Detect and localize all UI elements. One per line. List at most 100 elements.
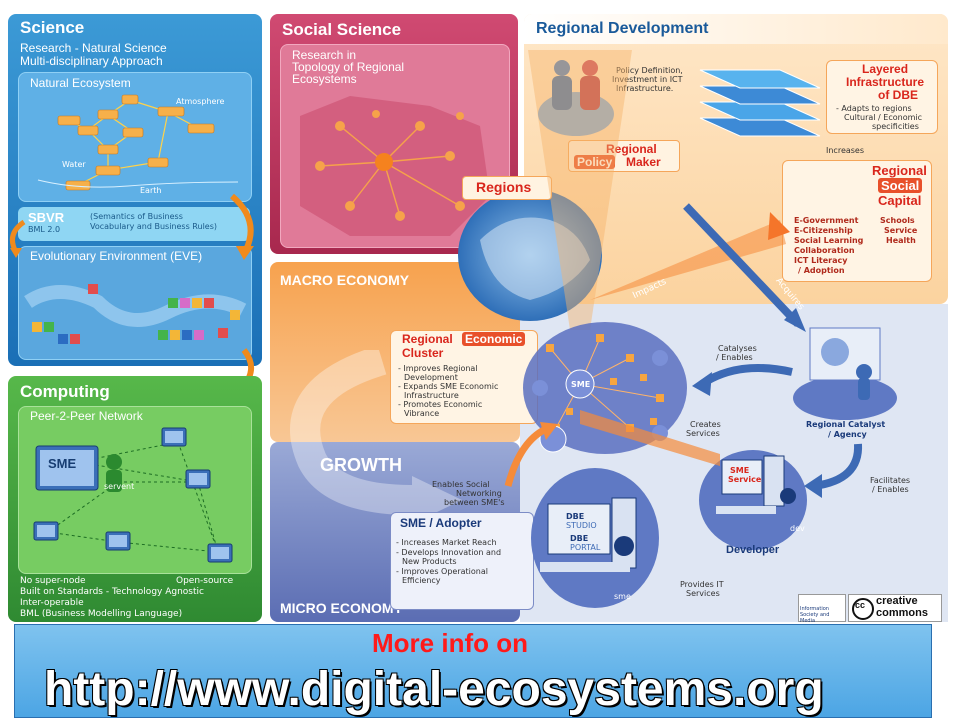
sc-adoption: / Adoption bbox=[798, 266, 845, 275]
computing-footer-1a: No super-node bbox=[20, 576, 86, 586]
cluster-item-4: Infrastructure bbox=[404, 391, 459, 400]
eve-diagram bbox=[24, 284, 247, 344]
enables-label-2: Networking bbox=[456, 489, 502, 498]
social-science-subtitle-2: Topology of Regional bbox=[292, 60, 405, 74]
beam-to-social-capital bbox=[590, 212, 790, 300]
cc-logo-mark-text: cc bbox=[855, 600, 866, 610]
sbvr-desc-1: (Semantics of Business bbox=[90, 212, 183, 221]
cluster-network-sphere bbox=[523, 322, 687, 454]
science-subtitle-1: Research - Natural Science bbox=[20, 41, 167, 55]
enables-label-3: between SME's bbox=[444, 498, 505, 507]
dbe-studio-a: DBE bbox=[566, 512, 585, 521]
developer-label: Developer bbox=[726, 544, 780, 556]
adopter-item-1: - Increases Market Reach bbox=[396, 538, 497, 547]
computing-title: Computing bbox=[20, 382, 110, 401]
creates-label-2: Services bbox=[686, 429, 720, 438]
sbvr-left-arrow bbox=[9, 219, 26, 258]
social-capital-3: Capital bbox=[878, 193, 922, 208]
cluster-sme-label: SME bbox=[571, 380, 591, 389]
social-capital-1: Regional bbox=[872, 163, 927, 178]
social-science-title: Social Science bbox=[282, 20, 402, 39]
cc-logo-text-2: commons bbox=[876, 607, 928, 619]
adopter-item-5: Efficiency bbox=[402, 576, 441, 585]
p2p-sme-label: SME bbox=[48, 456, 77, 471]
layered-title-1: Layered bbox=[862, 62, 909, 76]
social-science-subtitle-3: Ecosystems bbox=[292, 72, 357, 86]
layered-note-2: Cultural / Economic bbox=[844, 113, 923, 122]
science-title: Science bbox=[20, 18, 85, 37]
sme-service-1: SME bbox=[730, 466, 750, 475]
sc-social-learning: Social Learning bbox=[794, 236, 864, 245]
facilitates-arrow bbox=[804, 443, 863, 498]
developer-graphic bbox=[699, 450, 807, 550]
computing-footer-4: BML (Business Modelling Language) bbox=[20, 609, 183, 619]
cluster-item-2: Development bbox=[404, 373, 458, 382]
sbvr-version: BML 2.0 bbox=[28, 225, 61, 234]
social-capital-2: Social bbox=[878, 178, 923, 193]
computing-footer-2: Built on Standards - Technology Agnostic bbox=[20, 587, 204, 597]
sc-collaboration: Collaboration bbox=[794, 246, 855, 255]
computing-footer-1b: Open-source bbox=[176, 576, 234, 586]
policy-note-1: Policy Definition, bbox=[616, 66, 683, 75]
dbe-portal-b: PORTAL bbox=[570, 543, 601, 552]
sc-health: Health bbox=[886, 236, 916, 245]
sc-service: Service bbox=[884, 226, 918, 235]
provides-label-2: Services bbox=[686, 589, 720, 598]
computing-footer-3: Inter-operable bbox=[20, 598, 84, 608]
dbe-portal-a: DBE bbox=[570, 534, 589, 543]
macro-economy-title: MACRO ECONOMY bbox=[280, 272, 410, 288]
regional-topology-map bbox=[300, 96, 490, 236]
cc-logo-text-1: creative bbox=[876, 595, 918, 607]
regions-label: Regions bbox=[476, 179, 532, 195]
sme-adopter-graphic bbox=[531, 468, 659, 608]
sme-adopter-title: SME / Adopter bbox=[400, 516, 482, 530]
layered-note-3: specificities bbox=[872, 122, 919, 131]
atmosphere-label: Atmosphere bbox=[176, 97, 225, 106]
policy-maker-1: Regional bbox=[606, 142, 657, 156]
policy-note-2: Investment in ICT bbox=[612, 75, 683, 84]
growth-label: GROWTH bbox=[320, 455, 402, 475]
regional-development-header bbox=[524, 14, 948, 44]
layered-infrastructure-graphic bbox=[699, 69, 821, 137]
science-subtitle-2: Multi-disciplinary Approach bbox=[20, 54, 163, 68]
policy-maker-figures bbox=[538, 60, 614, 136]
cluster-item-6: Vibrance bbox=[404, 409, 440, 418]
regional-catalyst-graphic bbox=[793, 327, 897, 420]
p2p-title: Peer-2-Peer Network bbox=[30, 409, 143, 423]
layered-note-1: - Adapts to regions bbox=[836, 104, 912, 113]
info-banner bbox=[14, 624, 932, 718]
ist-logo-text: Information Society and Media bbox=[800, 606, 830, 624]
creates-label-1: Creates bbox=[690, 420, 721, 429]
sme-service-2: Service bbox=[728, 475, 762, 484]
regional-development-title: Regional Development bbox=[536, 20, 709, 37]
facilitates-label-1: Facilitates bbox=[870, 476, 911, 485]
catalyst-label-2: / Agency bbox=[828, 430, 867, 439]
cluster-title-3: Cluster bbox=[402, 346, 444, 360]
policy-maker-2b: Maker bbox=[626, 155, 661, 169]
cluster-item-3: - Expands SME Economic bbox=[398, 382, 499, 391]
growth-arrow bbox=[290, 350, 462, 520]
servent-label: servent bbox=[104, 482, 135, 491]
cc-logo-mark bbox=[852, 598, 874, 620]
policy-maker-2a: Policy bbox=[574, 155, 616, 169]
catalyses-label-1: Catalyses bbox=[718, 344, 757, 353]
dbe-studio-b: STUDIO bbox=[566, 521, 597, 530]
cluster-title-1: Regional bbox=[402, 332, 453, 346]
adopter-item-3: New Products bbox=[402, 557, 457, 566]
ist-logo bbox=[798, 594, 846, 622]
sc-ict-literacy: ICT Literacy bbox=[794, 256, 848, 265]
catalyses-arrow bbox=[692, 364, 793, 396]
sbvr-title: SBVR bbox=[28, 210, 65, 225]
cluster-title-2: Economic bbox=[462, 332, 526, 346]
banner-url[interactable]: http://www.digital-ecosystems.org bbox=[44, 663, 824, 716]
catalyst-label-1: Regional Catalyst bbox=[806, 420, 886, 429]
layered-title-2: Infrastructure bbox=[846, 75, 925, 89]
natural-ecosystem-title: Natural Ecosystem bbox=[30, 76, 131, 90]
p2p-network-diagram bbox=[33, 427, 233, 563]
banner-more-info: More info on bbox=[372, 628, 528, 658]
dev-tag: dev bbox=[790, 524, 805, 533]
sc-egov: E-Government bbox=[794, 216, 859, 225]
adopter-item-2: - Develops Innovation and bbox=[396, 548, 502, 557]
cluster-item-5: - Promotes Economic bbox=[398, 400, 483, 409]
catalyses-label-2: / Enables bbox=[716, 353, 753, 362]
